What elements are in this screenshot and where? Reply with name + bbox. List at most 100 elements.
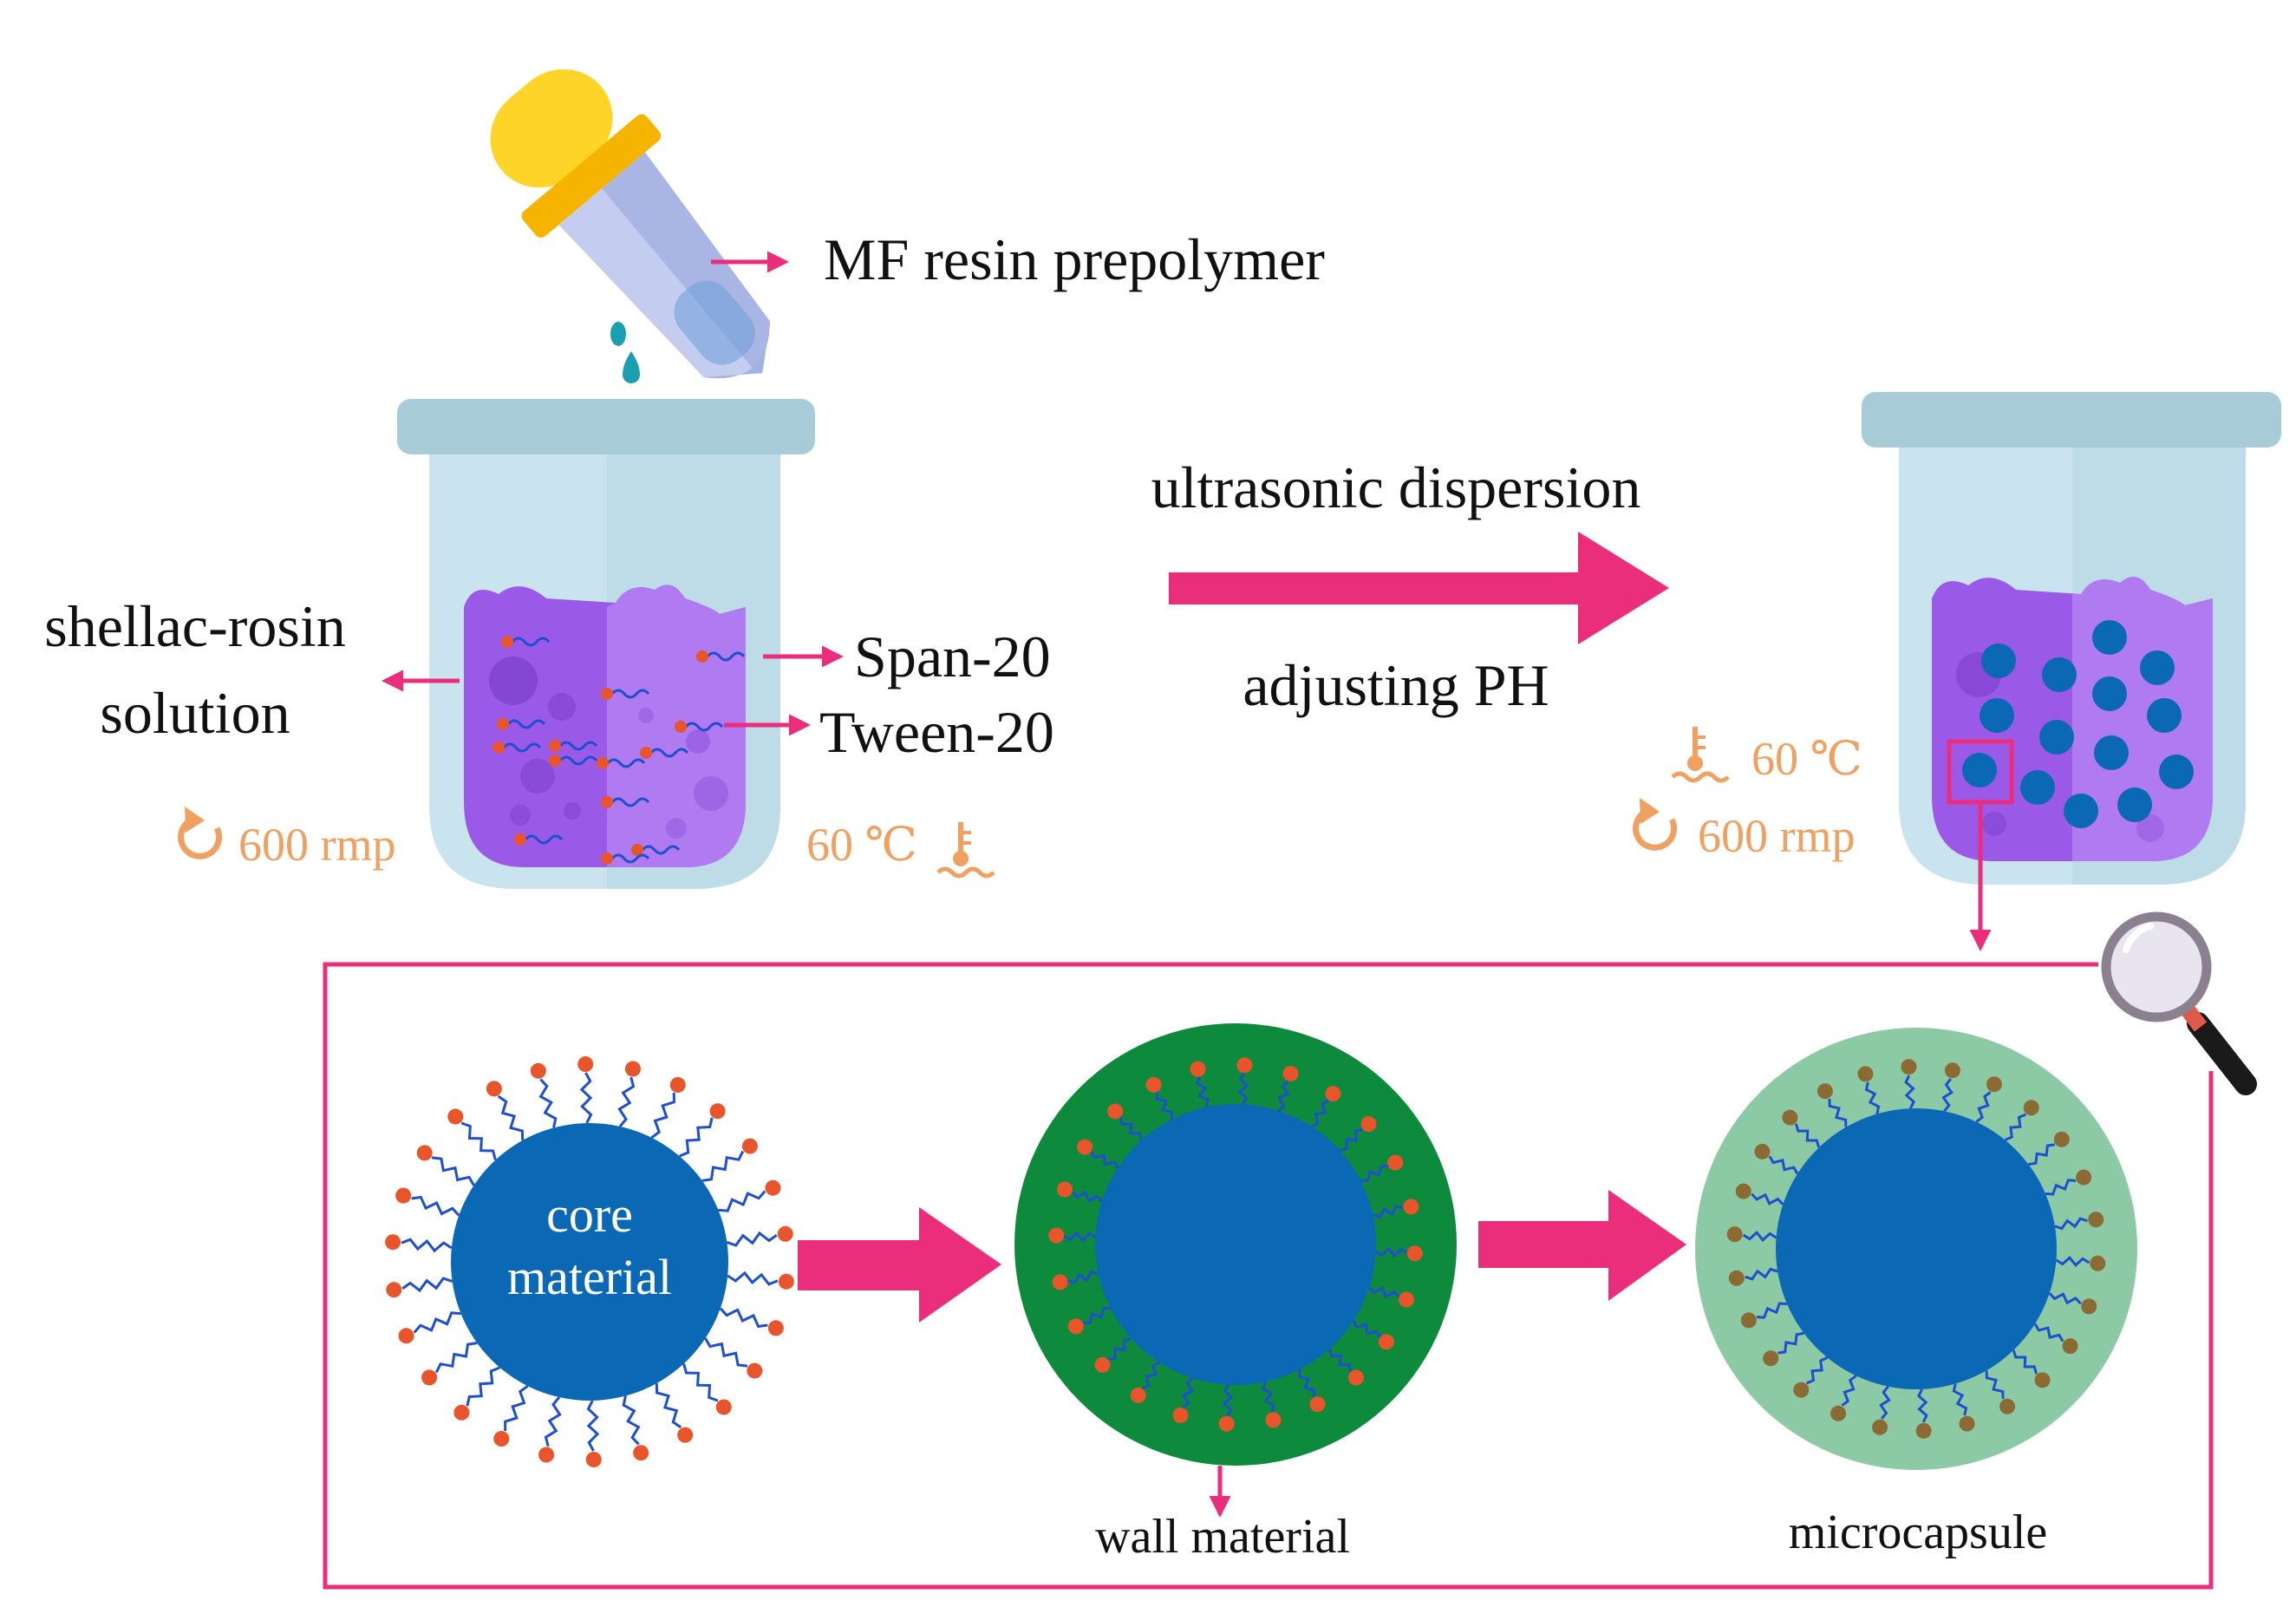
surfactant-tail <box>1360 1164 1389 1182</box>
surfactant-head <box>696 650 708 663</box>
surfactant-head <box>2090 1255 2106 1271</box>
surfactant-head <box>1872 1419 1888 1435</box>
surfactant-tail <box>431 1156 475 1186</box>
surfactant-head <box>1901 1059 1917 1075</box>
detail-frame <box>323 962 2214 1590</box>
surfactant-tail <box>1311 1099 1330 1128</box>
microcapsule-particle <box>1980 698 2014 733</box>
surfactant-head <box>385 1234 401 1251</box>
microcapsule-particles <box>1962 620 2194 828</box>
surfactant-tail <box>1222 1384 1234 1417</box>
surfactant-tail <box>1328 1348 1353 1373</box>
surfactant-head <box>601 796 613 808</box>
surfactant-head <box>549 755 561 767</box>
surfactant-head <box>1077 1139 1093 1155</box>
surfactant-head <box>493 1431 510 1447</box>
surfactant-tail <box>679 1117 714 1158</box>
surfactant-tail <box>1879 1385 1891 1420</box>
wall-label: wall material <box>1095 1510 1350 1564</box>
right-speed: 600 rmp <box>1698 810 1856 862</box>
surfactant-tail <box>1372 1205 1405 1219</box>
surfactant-tail <box>1828 1098 1848 1127</box>
left-temp: 60 ℃ <box>806 819 917 871</box>
surfactant-tail <box>1806 1356 1829 1385</box>
surfactant-tail <box>1756 1302 1788 1319</box>
microcapsule-particle <box>2092 676 2127 711</box>
heater-icon <box>936 822 995 879</box>
surfactant-head <box>765 1179 781 1196</box>
surfactant-tail <box>610 853 650 864</box>
stage-arrow-1 <box>798 1207 1001 1323</box>
surfactant-head <box>1915 1422 1932 1439</box>
surfactant-tail <box>718 1190 766 1212</box>
surfactant-head <box>1325 1086 1341 1102</box>
surfactant-tail <box>727 1271 779 1286</box>
surfactant-head <box>501 636 513 648</box>
microcapsule-particle <box>2020 770 2055 805</box>
solution-label-line1: shellac-rosin <box>44 593 345 659</box>
right-temp: 60 ℃ <box>1751 733 1862 785</box>
microcapsule-particle <box>2094 735 2129 770</box>
surfactant-head <box>624 1061 641 1077</box>
surfactant-head <box>1399 1291 1415 1308</box>
surfactant-tail <box>1745 1267 1778 1281</box>
surfactant-head <box>1172 1408 1189 1424</box>
surfactant-head <box>633 1445 649 1461</box>
surfactant-head <box>530 1062 546 1079</box>
surfactant-head <box>669 1076 686 1093</box>
surfactant-tail <box>497 1094 525 1140</box>
surfactant-tail <box>1196 1075 1210 1108</box>
surfactant-tail <box>706 651 746 662</box>
surfactant-tail <box>622 1395 641 1446</box>
surfactant-head <box>1387 1154 1404 1171</box>
surfactant-head <box>514 833 526 846</box>
surfactant-head <box>1726 1226 1743 1243</box>
surfactant-head <box>1048 1227 1065 1244</box>
surfactant-tail <box>1917 1388 1928 1423</box>
surfactant-head <box>631 844 643 856</box>
surfactant-tail <box>460 1121 497 1160</box>
microcapsule-particle <box>2140 650 2175 685</box>
surfactant-tail <box>641 845 681 855</box>
surfactant-head <box>1782 1109 1798 1126</box>
rotate-icon <box>178 807 223 859</box>
surfactant-tail <box>1181 1377 1194 1409</box>
surfactant-head <box>2062 1338 2078 1355</box>
surfactant-tail <box>1063 1231 1096 1243</box>
surfactant-tail <box>701 1150 745 1182</box>
surfactant-tail <box>411 1195 460 1217</box>
surfactant-head <box>549 740 561 752</box>
microcapsule-particle <box>1962 753 1997 787</box>
surfactant-tail <box>2004 1113 2026 1141</box>
surfactant-head <box>1190 1061 1206 1077</box>
surfactant-head <box>585 1451 602 1467</box>
surfactant-tail <box>1777 1331 1804 1355</box>
surfactant-tail <box>524 834 564 845</box>
surfactant-head <box>715 1399 732 1415</box>
surfactant-head <box>1218 1415 1235 1432</box>
surfactant-tail <box>1985 1370 2005 1400</box>
surfactant-tail <box>682 1363 719 1402</box>
surfactant-tail <box>558 755 598 766</box>
process-arrow <box>1169 532 1669 644</box>
surfactant-tail <box>1768 1155 1799 1175</box>
surfactant-head <box>777 1225 793 1242</box>
surfactant-tail <box>2055 1256 2091 1267</box>
surfactant-tail <box>684 722 724 732</box>
surfactant-tail <box>2045 1179 2077 1196</box>
surfactant-head <box>497 718 509 730</box>
microcapsule-particle <box>2042 657 2077 692</box>
surfactant-tail <box>719 1307 768 1329</box>
surfactant-tail <box>401 1238 453 1253</box>
surfactant-head <box>1959 1415 1975 1432</box>
surfactant-head <box>2088 1212 2104 1228</box>
surfactant-head <box>2053 1131 2070 1147</box>
process-label-top: ultrasonic dispersion <box>1151 454 1641 520</box>
surfactant-tails <box>385 1056 794 1467</box>
solution-label-line2: solution <box>100 680 290 746</box>
tween-label: Tween-20 <box>819 699 1054 765</box>
core-label-line2: material <box>507 1249 672 1305</box>
microcapsule-particle <box>2159 755 2194 789</box>
surfactant-head <box>1793 1382 1810 1398</box>
